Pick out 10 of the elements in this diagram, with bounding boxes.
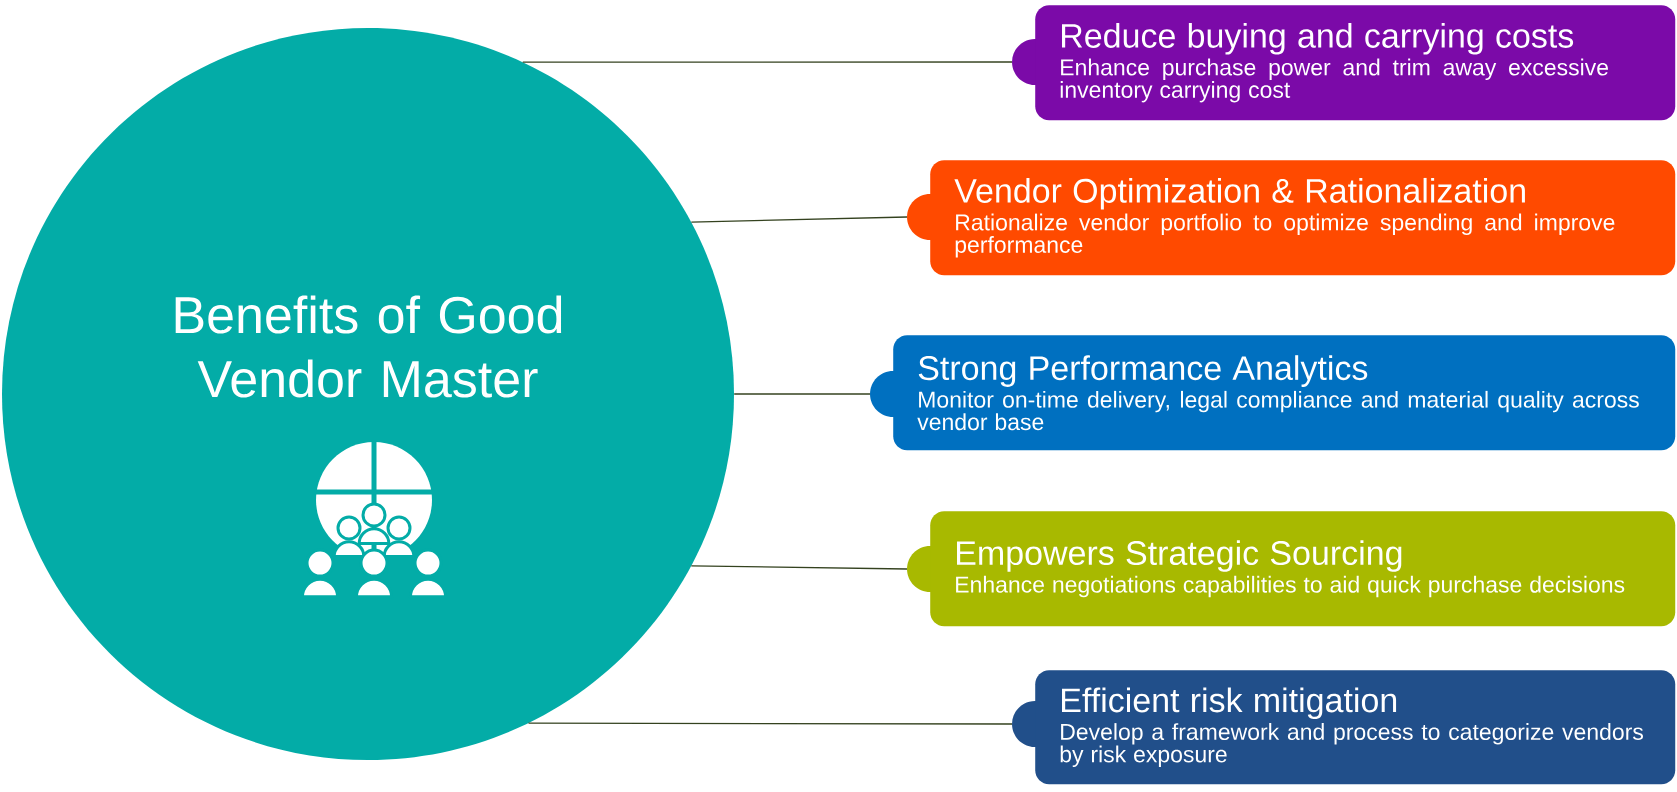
connector-line: [690, 565, 908, 570]
benefit-box: Reduce buying and carrying costs Enhance purchase power and trim away excessive inventory carrying cost: [1012, 5, 1676, 121]
benefit-box: Efficient risk mitigation Develop a framework and process to categorize vendors by risk exposure: [1012, 670, 1676, 785]
connector-line: [522, 61, 1013, 63]
benefit-box: Strong Performance Analytics Monitor on-time delivery, legal compliance and material quality across vendor base: [870, 335, 1676, 451]
benefit-box: Vendor Optimization & Rationalization Rationalize vendor portfolio to optimize spending and improve performance: [907, 160, 1676, 276]
connector-line: [527, 722, 1013, 725]
benefit-box: Empowers Strategic Sourcing Enhance negotiations capabilities to aid quick purchase decisions: [907, 511, 1676, 627]
connector-line: [733, 393, 871, 395]
connector-line: [690, 216, 908, 223]
